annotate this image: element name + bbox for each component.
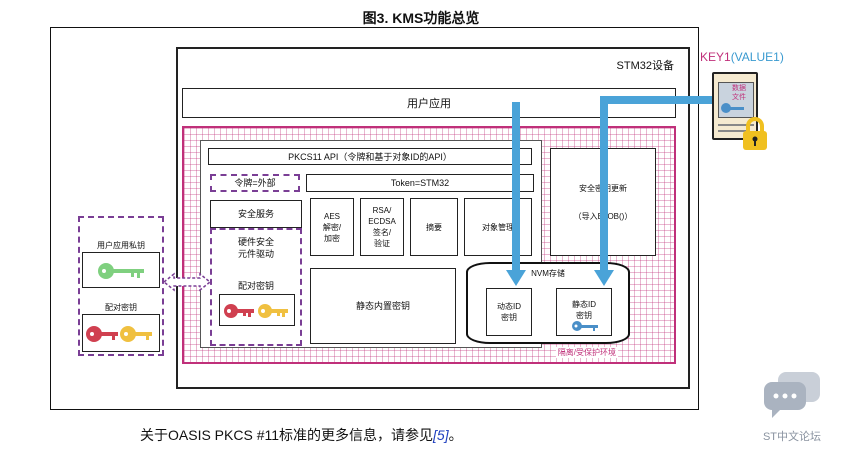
security-services-box: 安全服务 [210,200,302,228]
lock-icon [743,117,767,150]
dynamic-id-key-box: 动态ID 密钥 [486,288,532,336]
object-management-box: 对象管理 [464,198,532,256]
key1-document-label: 数据 文件 [732,85,746,101]
nvm-storage-label: NVM存储 [531,269,565,278]
pairing-keys-outer-icon [86,326,152,342]
pairing-key-label: 配对密钥 [105,303,137,312]
external-keys-panel: 用户应用私钥 配对密钥 [78,216,164,356]
static-id-key-label: 静态ID 密钥 [572,300,596,320]
footer-main: 关于OASIS PKCS #11标准的更多信息，请参见 [140,427,434,443]
reference-link[interactable]: [5] [433,427,449,443]
chat-bubble-icon [764,372,820,418]
digest-box: 摘要 [410,198,458,256]
key1-document-icon: 数据 文件 [712,72,758,140]
key1-prefix: KEY1 [700,50,731,64]
static-id-key-box: 静态ID 密钥 [556,288,612,336]
arrow-user-to-dynamic-line [512,102,520,274]
static-embedded-key-box: 静态内置密钥 [310,268,456,344]
rsa-ecdsa-box: RSA/ ECDSA 签名/ 验证 [360,198,404,256]
arrow-key1-to-static-line [600,96,608,274]
watermark: ST中文论坛 [752,372,832,447]
user-private-key-label: 用户应用私钥 [97,241,145,250]
green-key-icon [98,263,144,279]
key1-value: (VALUE1) [730,50,784,64]
figure-frame [50,27,699,410]
arrow-down-static-icon [594,270,614,286]
aes-box: AES 解密/ 加密 [310,198,354,256]
token-stm32-box: Token=STM32 [306,174,534,192]
pairing-keys-icon [224,304,288,318]
pairing-key-frame [82,314,160,352]
footer-text: 关于OASIS PKCS #11标准的更多信息，请参见[5]。 [140,425,463,445]
pairing-key-inner-label: 配对密钥 [237,281,274,291]
hw-driver-box: 硬件安全 元件驱动 配对密钥 [210,228,302,346]
watermark-label: ST中文论坛 [762,431,822,443]
user-private-key-frame [82,252,160,288]
arrow-key1-horizontal-line [600,96,724,104]
pairing-key-inner-frame [219,294,295,326]
arrow-down-dynamic-icon [506,270,526,286]
token-external-box: 令牌=外部 [210,174,300,192]
bidirectional-arrow-icon [162,272,212,292]
key1-key-icon [721,103,744,113]
footer-suffix: 。 [448,427,463,443]
key1-label: KEY1(VALUE1) [700,50,784,64]
user-application-box: 用户应用 [182,88,676,118]
figure-title: 图3. KMS功能总览 [362,10,480,26]
static-id-key-icon [572,321,598,331]
pkcs11-api-box: PKCS11 API（令牌和基于对象ID的API） [208,148,532,165]
hw-driver-label: 硬件安全 元件驱动 [237,237,274,259]
device-label: STM32设备 [616,60,674,72]
isolated-env-label: 隔离/受保护环境 [555,347,618,358]
